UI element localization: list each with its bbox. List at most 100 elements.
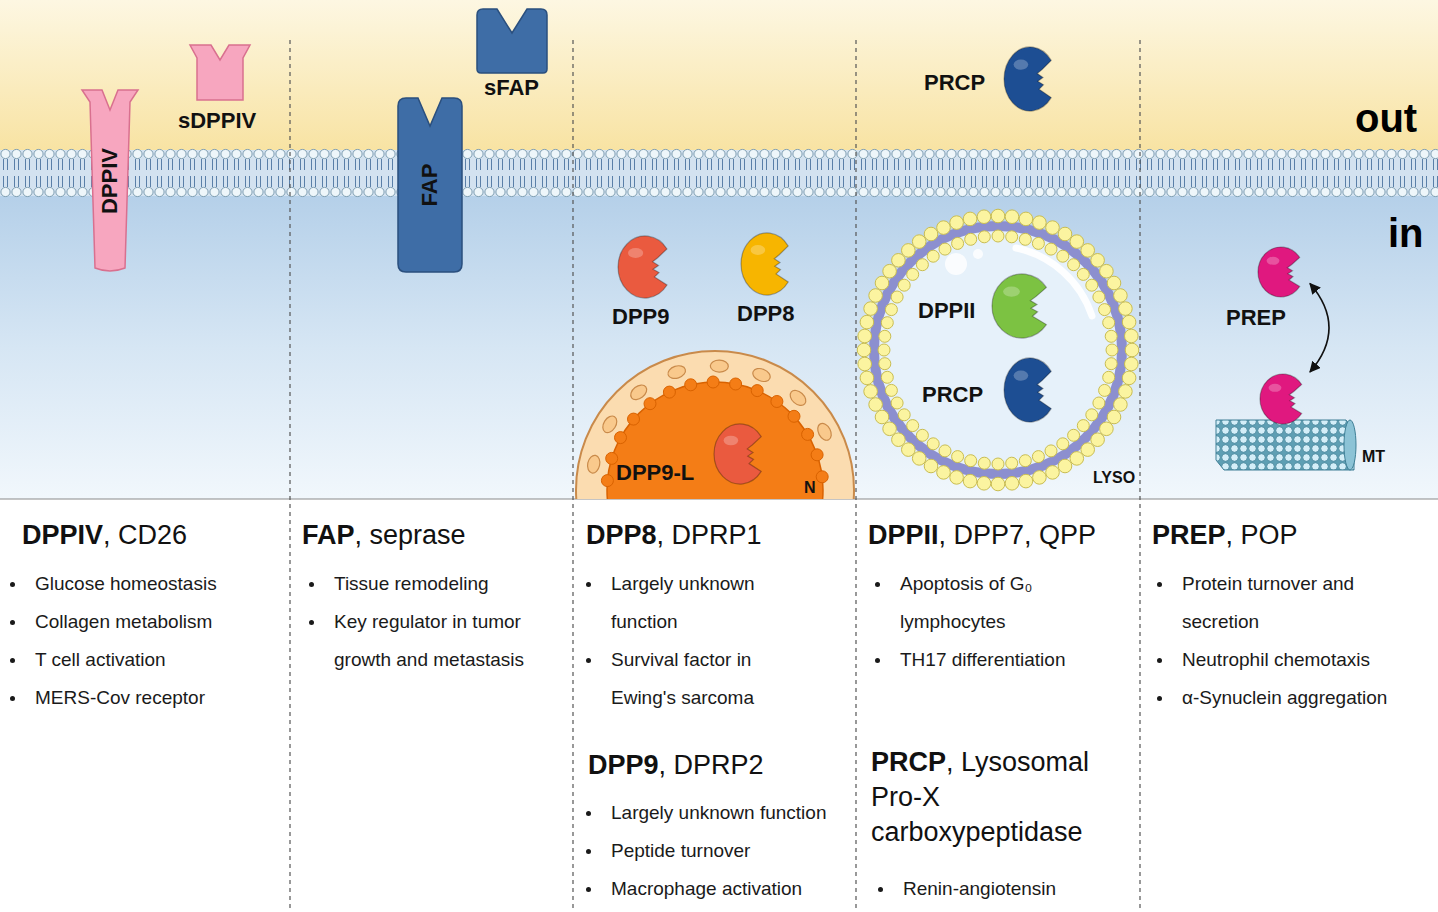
- function-bullet: Apoptosis of G₀ lymphocytes: [900, 565, 1075, 641]
- nuclear-bump: [615, 432, 627, 444]
- enzyme-label: N: [804, 479, 816, 497]
- lipid-head: [991, 477, 1005, 491]
- enzyme-label: PRCP: [922, 382, 983, 408]
- function-bullet: Collagen metabolism: [35, 603, 275, 641]
- lipid-head: [885, 384, 897, 396]
- compartment-label: in: [1388, 211, 1424, 255]
- function-bullet: Key regulator in tumor growth and metast…: [334, 603, 559, 679]
- enzyme-heading: DPPII, DPP7, QPP: [868, 518, 1138, 553]
- dppii-enzyme: DPPII: [914, 270, 1060, 344]
- bullet-dot: [586, 811, 591, 816]
- nuclear-bump: [811, 449, 823, 461]
- intracellular-space: [0, 196, 1438, 499]
- lipid-head: [869, 289, 883, 303]
- lipid-head: [1070, 452, 1084, 466]
- nuclear-pore: [815, 421, 834, 443]
- lipid-head: [1093, 397, 1105, 409]
- bullet-dot: [10, 620, 15, 625]
- lysosome-lumen: [874, 226, 1122, 474]
- lipid-head: [1068, 429, 1080, 441]
- highlight: [628, 248, 643, 258]
- lipid-head: [1006, 231, 1018, 243]
- prep-bound: [1260, 374, 1302, 424]
- lipid-head: [991, 209, 1005, 223]
- lipid-head: [1105, 330, 1117, 342]
- lipid-head: [858, 329, 872, 343]
- lysosome-membrane: [874, 226, 1122, 474]
- lipid-head: [1058, 459, 1072, 473]
- nuclear-bump: [685, 379, 697, 391]
- lipid-head: [885, 304, 897, 316]
- lipid-head: [1070, 235, 1084, 249]
- lipid-head: [879, 330, 891, 342]
- enzyme-shape: [741, 233, 788, 295]
- enzyme-label: DPPIV: [97, 148, 123, 214]
- lipid-head: [1107, 410, 1121, 424]
- enzyme-shape: [992, 274, 1046, 338]
- vesicle-bubble: [973, 249, 983, 259]
- function-bullet: Renin-angiotensin: [903, 870, 1128, 908]
- lipid-head: [978, 231, 990, 243]
- enzyme-heading: PREP, POP: [1152, 518, 1422, 553]
- bullet-dot: [586, 658, 591, 663]
- column-dividers: [290, 40, 1140, 912]
- nuclear-bump: [644, 398, 656, 410]
- lipid-head: [1077, 420, 1089, 432]
- lipid-head: [1019, 212, 1033, 226]
- enzyme-label: MT: [1362, 448, 1385, 466]
- lipid-head: [1005, 477, 1019, 491]
- extracellular-space: [0, 0, 1438, 150]
- enzyme-label: FAP: [417, 164, 443, 207]
- enzyme-label: sDPPIV: [178, 108, 256, 134]
- lipid-head: [965, 233, 977, 245]
- nuclear-envelope: [576, 351, 854, 499]
- enzyme-name: DPPII: [868, 520, 939, 550]
- enzyme-label: PRCP: [924, 70, 985, 96]
- prep-free: PREP: [1224, 243, 1310, 333]
- lipid-head: [1019, 455, 1031, 467]
- lipid-head: [1103, 317, 1115, 329]
- lipid-head: [883, 422, 897, 436]
- function-bullet: Macrophage activation: [611, 870, 851, 908]
- function-bullet: Peptide turnover: [611, 832, 851, 870]
- lipid-head: [1099, 384, 1111, 396]
- enzyme-heading: PRCP, Lysosomal Pro-X carboxypeptidase: [871, 745, 1116, 850]
- lipid-head: [978, 457, 990, 469]
- bullet-dot: [1157, 696, 1162, 701]
- lipid-head: [1119, 302, 1133, 316]
- dpp8-enzyme: DPP8: [733, 229, 809, 331]
- highlight: [1014, 60, 1029, 70]
- lipid-head: [1068, 259, 1080, 271]
- function-bullet: α-Synuclein aggregation: [1182, 679, 1392, 717]
- lipid-head: [927, 250, 939, 262]
- lipid-head: [1058, 227, 1072, 241]
- dpp9-enzyme: DPP9: [606, 232, 686, 334]
- lipid-head: [902, 244, 916, 258]
- lipid-head: [1114, 289, 1128, 303]
- bullet-dot: [875, 582, 880, 587]
- lipid-head: [1046, 221, 1060, 235]
- transmembrane-dppiv: DPPIV: [80, 88, 140, 274]
- microtubule-end: [1344, 420, 1356, 470]
- bullet-dot: [309, 620, 314, 625]
- bullet-dot: [309, 582, 314, 587]
- enzyme-alias: , DPRP2: [659, 750, 764, 780]
- lipid-head: [965, 455, 977, 467]
- lipid-head: [952, 237, 964, 249]
- dppiv-protein: [82, 90, 138, 271]
- soluble-fap: sFAP: [472, 5, 552, 105]
- lipid-head: [1005, 210, 1019, 224]
- enzyme-alias: , CD26: [103, 520, 187, 550]
- enzyme-name: PRCP: [871, 747, 946, 777]
- function-bullet: T cell activation: [35, 641, 275, 679]
- nuclear-pore: [628, 382, 650, 403]
- bullet-dot: [1157, 658, 1162, 663]
- lipid-head: [1045, 445, 1057, 457]
- highlight: [1269, 384, 1282, 392]
- enzyme-alias: , POP: [1226, 520, 1298, 550]
- compartment-label: out: [1355, 96, 1417, 140]
- lipid-head: [1093, 291, 1105, 303]
- lipid-head: [879, 358, 891, 370]
- lipid-head: [860, 315, 874, 329]
- lipid-head: [857, 343, 871, 357]
